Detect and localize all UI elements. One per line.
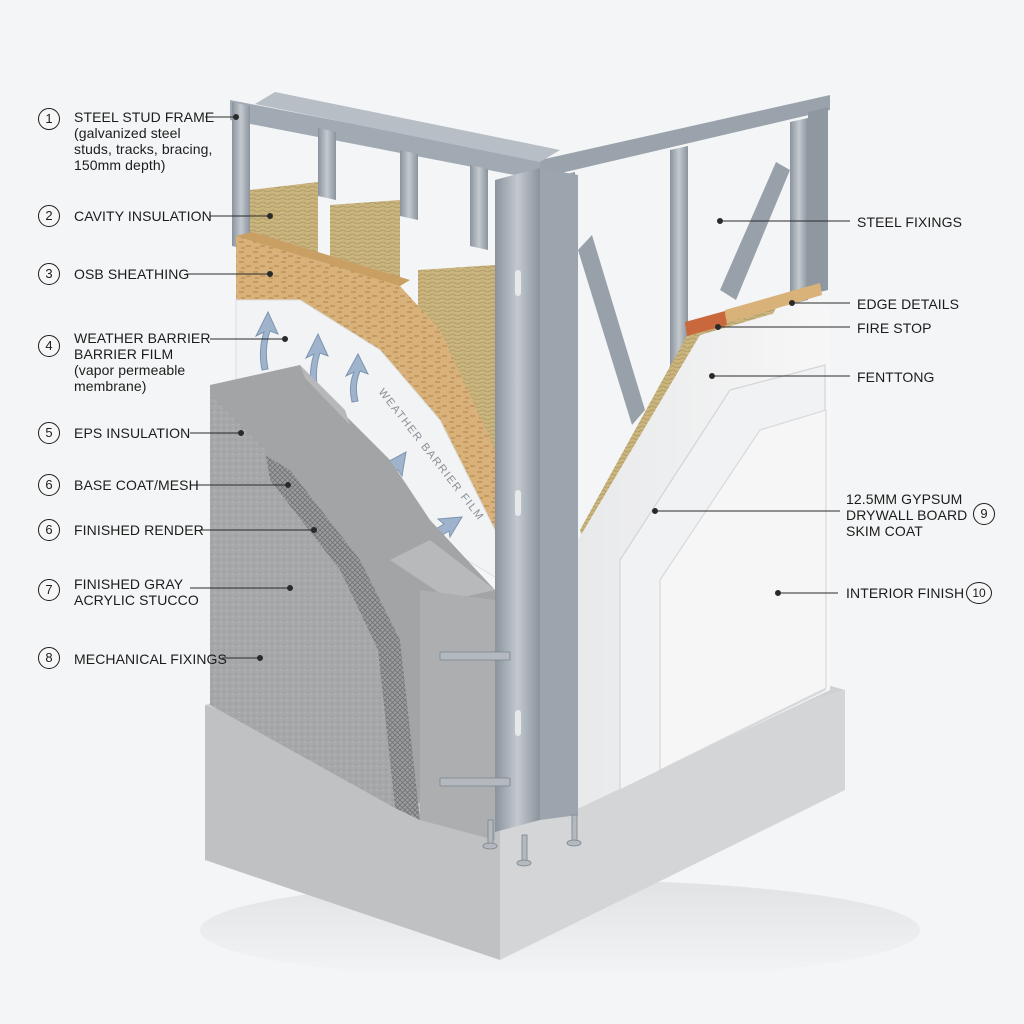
callout-number-8: 8 (38, 647, 60, 669)
callout-line: 12.5MM GYPSUM (846, 491, 963, 507)
acrylic-stucco-face (210, 395, 395, 808)
callout-line: studs, tracks, bracing, (74, 141, 213, 157)
callout-label-gypsum-drywall: 12.5MM GYPSUM DRYWALL BOARD SKIM COAT (846, 491, 967, 539)
callout-line: membrane) (74, 378, 147, 394)
callout-line: DRYWALL BOARD (846, 507, 968, 523)
callout-label-eps-insulation: EPS INSULATION (74, 425, 190, 441)
leader-lines (186, 114, 850, 661)
edge-detail-strip (725, 283, 822, 323)
callout-number-7: 7 (38, 579, 60, 601)
callout-label-mechanical-fixings: MECHANICAL FIXINGS (74, 651, 227, 667)
callout-line: INTERIOR FINISH (846, 585, 965, 601)
callout-line: BARRIER FILM (74, 346, 174, 362)
callout-label-base-coat-mesh: BASE COAT/MESH (74, 477, 199, 493)
callout-label-steel-fixings: STEEL FIXINGS (857, 214, 962, 230)
drywall-boards (575, 300, 830, 810)
callout-line: FIRE STOP (857, 320, 932, 336)
left-steel-frame (230, 92, 560, 250)
callout-label-edge-details: EDGE DETAILS (857, 296, 959, 312)
callout-number-10: 10 (966, 582, 992, 604)
callout-number-4: 4 (38, 335, 60, 357)
callout-line: STEEL STUD FRAME (74, 109, 215, 125)
callout-line: EDGE DETAILS (857, 296, 960, 312)
callout-label-cavity-insulation: CAVITY INSULATION (74, 208, 212, 224)
callout-line: FINISHED GRAY (74, 576, 184, 592)
callout-label-acrylic-stucco: FINISHED GRAY ACRYLIC STUCCO (74, 576, 199, 608)
callout-line: 150mm depth) (74, 157, 166, 173)
callout-line: (vapor permeable (74, 362, 186, 378)
base-coat-mesh (265, 455, 420, 820)
callout-number-5: 5 (38, 422, 60, 444)
callout-line: WEATHER BARRIER (74, 330, 211, 346)
callout-line: ACRYLIC STUCCO (74, 592, 199, 608)
corner-steel-post (495, 168, 578, 832)
callout-line: BASE COAT/MESH (74, 477, 199, 493)
callout-label-osb-sheathing: OSB SHEATHING (74, 266, 189, 282)
fire-stop-strip (685, 311, 727, 336)
callout-line: (galvanized steel (74, 125, 181, 141)
callout-number-6a: 6 (38, 474, 60, 496)
callout-number-9: 9 (973, 503, 995, 525)
callout-label-finished-render: FINISHED RENDER (74, 522, 204, 538)
callout-number-1: 1 (38, 108, 60, 130)
callout-line: FINISHED RENDER (74, 522, 204, 538)
mechanical-fixings (439, 651, 582, 867)
callout-number-6b: 6 (38, 519, 60, 541)
callout-line: CAVITY INSULATION (74, 208, 212, 224)
callout-label-fenttong: FENTTONG (857, 369, 935, 385)
callout-label-fire-stop: FIRE STOP (857, 320, 932, 336)
osb-edge (236, 232, 410, 286)
callout-line: SKIM COAT (846, 523, 923, 539)
render-face (420, 590, 495, 840)
callout-line: MECHANICAL FIXINGS (74, 651, 227, 667)
callout-label-weather-barrier: WEATHER BARRIER BARRIER FILM (vapor perm… (74, 330, 211, 394)
callout-label-interior-finish: INTERIOR FINISH (846, 585, 964, 601)
callout-number-2: 2 (38, 205, 60, 227)
callout-line: OSB SHEATHING (74, 266, 190, 282)
callout-label-steel-stud-frame: STEEL STUD FRAME (galvanized steel studs… (74, 109, 214, 173)
callout-line: STEEL FIXINGS (857, 214, 963, 230)
callout-number-3: 3 (38, 263, 60, 285)
callout-line: EPS INSULATION (74, 425, 191, 441)
callout-line: FENTTONG (857, 369, 935, 385)
